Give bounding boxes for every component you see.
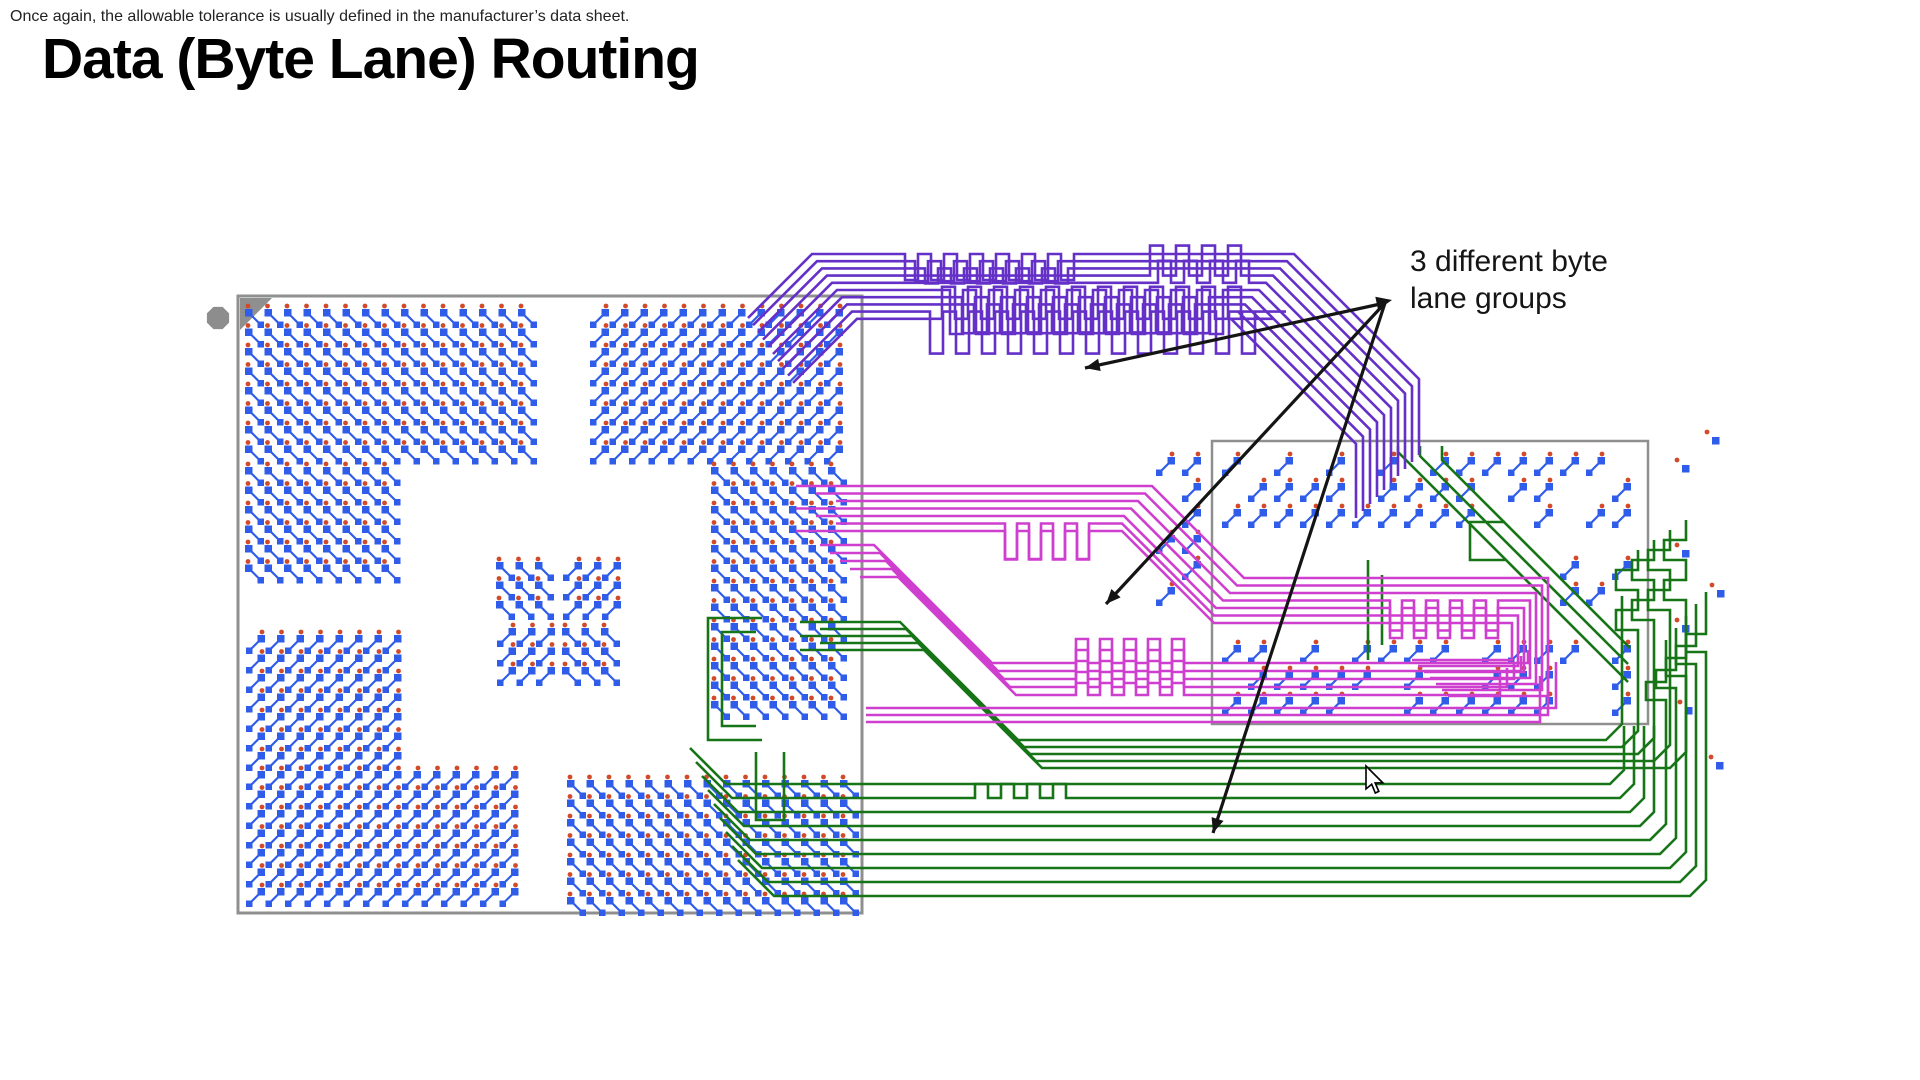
mouse-cursor-icon xyxy=(1365,764,1385,795)
page-title: Data (Byte Lane) Routing xyxy=(42,27,700,91)
alignment-dot xyxy=(206,306,230,330)
annotation-arrows xyxy=(1084,296,1392,834)
annotation-line-1: 3 different byte xyxy=(1410,245,1608,278)
byte-lane-group-magenta xyxy=(796,484,1558,724)
memory-footprint xyxy=(1210,439,1650,726)
slide-note: Once again, the allowable tolerance is u… xyxy=(10,8,630,25)
byte-lane-group-purple xyxy=(747,244,1421,518)
bga-pad-array xyxy=(245,303,859,916)
annotation-byte-lane-groups: 3 different byte lane groups xyxy=(1410,243,1608,317)
annotation-line-2: lane groups xyxy=(1410,282,1567,315)
memory-pad-array xyxy=(1156,451,1631,716)
byte-lane-group-green xyxy=(689,446,1708,898)
